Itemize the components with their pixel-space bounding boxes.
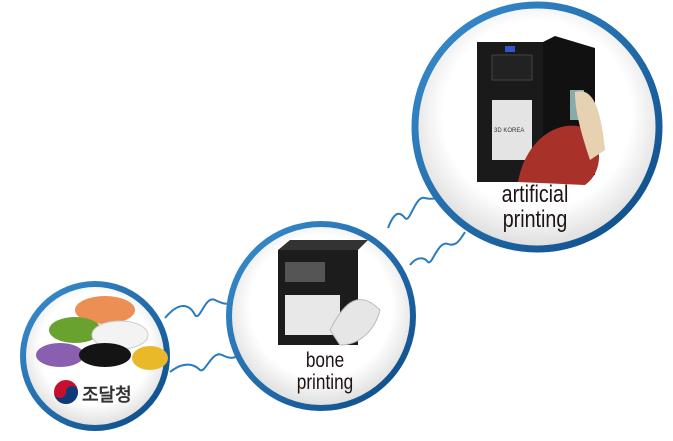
bone-printer-image	[278, 240, 381, 346]
label-line-2: printing	[502, 206, 568, 234]
stage-circle-artificial	[411, 1, 663, 253]
label-line-2: printing	[296, 371, 354, 395]
stage-label-bone: bone printing	[280, 349, 370, 395]
filament-spools-image	[36, 296, 168, 370]
stage-label-artificial: artificial printing	[486, 181, 584, 234]
stage-circle-filament	[20, 281, 170, 431]
government-logo-text: 조달청	[82, 385, 132, 405]
label-line-1: bone	[305, 349, 345, 372]
government-logo-icon	[54, 380, 78, 404]
stage-circle-bone	[226, 221, 416, 411]
printer-brand: 3D KOREA	[494, 128, 525, 134]
bioprinter-image	[477, 36, 605, 185]
connector-1	[164, 298, 243, 373]
label-line-1: artificial	[501, 181, 569, 208]
